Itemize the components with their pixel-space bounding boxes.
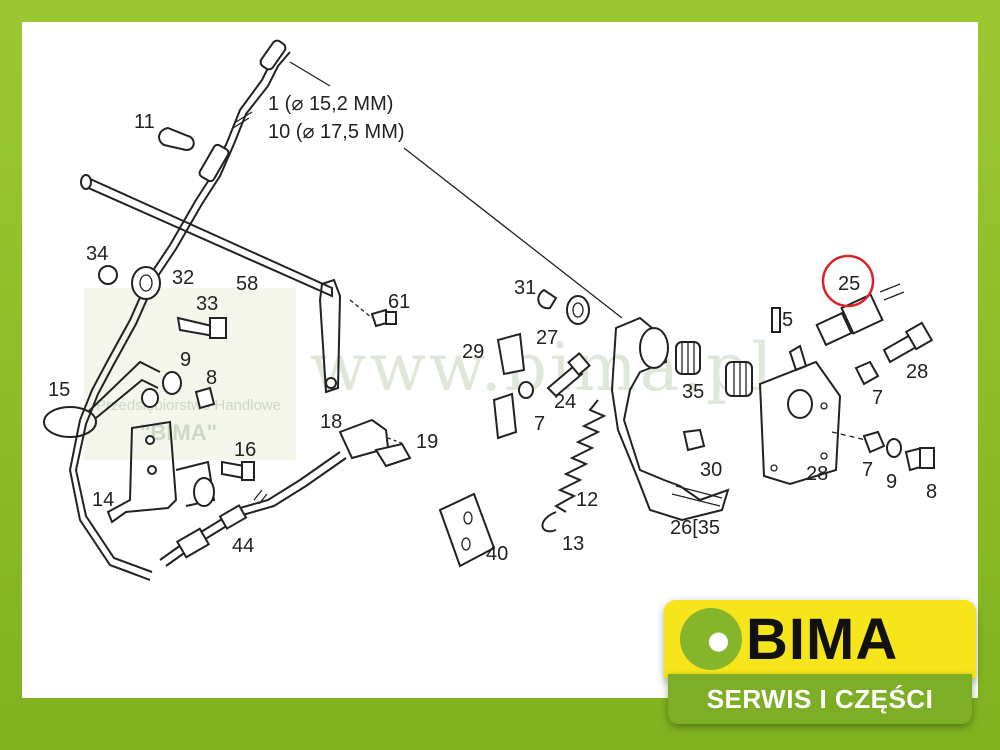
- clip-part-11: [158, 126, 195, 152]
- hook-part-13: [541, 511, 557, 533]
- nut-part-34: [98, 265, 118, 285]
- label-part-40: 40: [486, 543, 508, 565]
- pin-part-5: [771, 307, 781, 333]
- cable-end-eye: [259, 39, 287, 71]
- switch-part-25: [815, 311, 853, 347]
- bima-logo: BIMA SERWIS I CZĘŚCI: [664, 600, 976, 728]
- label-part-32: 32: [172, 267, 194, 289]
- highlight-circle-part-25: [821, 254, 875, 308]
- label-part-33: 33: [196, 293, 218, 315]
- label-part-25: 25: [838, 273, 860, 295]
- watermark-box: [84, 288, 296, 460]
- label-part-30: 30: [700, 459, 722, 481]
- washer-part-27: [566, 295, 590, 325]
- pin-part-19: [374, 442, 412, 468]
- label-part-7-right-bottom: 7: [862, 459, 873, 481]
- label-part-31: 31: [514, 277, 536, 299]
- nut-part-7-right-bottom: [862, 430, 886, 454]
- label-part-15: 15: [48, 379, 70, 401]
- bracket-part-29: [496, 332, 526, 376]
- label-part-58: 58: [236, 273, 258, 295]
- nut-part-7-right-top: [854, 360, 880, 386]
- label-part-61: 61: [388, 291, 410, 313]
- label-part-24: 24: [554, 391, 576, 413]
- washer-part-9-right: [886, 438, 902, 458]
- bushing-part-32: [131, 266, 161, 300]
- pin-part-30: [682, 428, 706, 452]
- label-part-9-right: 9: [886, 471, 897, 493]
- logo-bottom-panel: SERWIS I CZĘŚCI: [668, 674, 972, 724]
- clevis-part-18: [338, 418, 390, 460]
- label-part-9-left: 9: [180, 349, 191, 371]
- plate-part-40: [438, 492, 496, 568]
- label-part-35: 35: [682, 381, 704, 403]
- label-part-11: 11: [134, 111, 155, 133]
- label-part-1: 1 (⌀ 15,2 MM): [268, 93, 393, 115]
- label-part-28-plate: 28: [806, 463, 828, 485]
- logo-name: BIMA: [746, 607, 899, 672]
- label-part-7-right-top: 7: [872, 387, 883, 409]
- label-part-10: 10 (⌀ 17,5 MM): [268, 121, 405, 143]
- cable-sleeve: [198, 143, 230, 183]
- label-part-12: 12: [576, 489, 598, 511]
- washer-part-9-left: [162, 371, 182, 395]
- label-part-8-left: 8: [206, 367, 217, 389]
- label-part-44: 44: [232, 535, 254, 557]
- label-part-13: 13: [562, 533, 584, 555]
- clip-part-31: [537, 288, 558, 310]
- label-part-27: 27: [536, 327, 558, 349]
- bracket-part-14: [106, 420, 178, 524]
- nut-part-8-left: [194, 386, 216, 410]
- label-part-8-right: 8: [926, 481, 937, 503]
- label-part-26: 26[35: [670, 517, 720, 539]
- label-part-18: 18: [320, 411, 342, 433]
- bolt-part-24: [546, 364, 584, 398]
- label-part-28-bolt: 28: [906, 361, 928, 383]
- label-part-16: 16: [234, 439, 256, 461]
- plate-part-28: [758, 360, 842, 486]
- label-part-19: 19: [416, 431, 438, 453]
- bearing-part-35-b: [725, 361, 753, 397]
- watermark-company-line: Przedsiębiorstwo Handlowe: [96, 397, 281, 414]
- label-part-34: 34: [86, 243, 108, 265]
- pedal-part-26: [610, 316, 730, 522]
- label-part-5: 5: [782, 309, 793, 331]
- label-part-14: 14: [92, 489, 114, 511]
- logo-top-panel: BIMA: [664, 600, 976, 678]
- label-part-7-mid: 7: [534, 413, 545, 435]
- logo-tagline: SERWIS I CZĘŚCI: [706, 684, 934, 714]
- label-part-29: 29: [462, 341, 484, 363]
- loop-part-15: [43, 406, 97, 438]
- logo-ball-icon: [680, 608, 742, 670]
- screw-part-16: [221, 460, 245, 480]
- spring-part-12: [554, 399, 607, 513]
- shaft-lever: [318, 278, 342, 394]
